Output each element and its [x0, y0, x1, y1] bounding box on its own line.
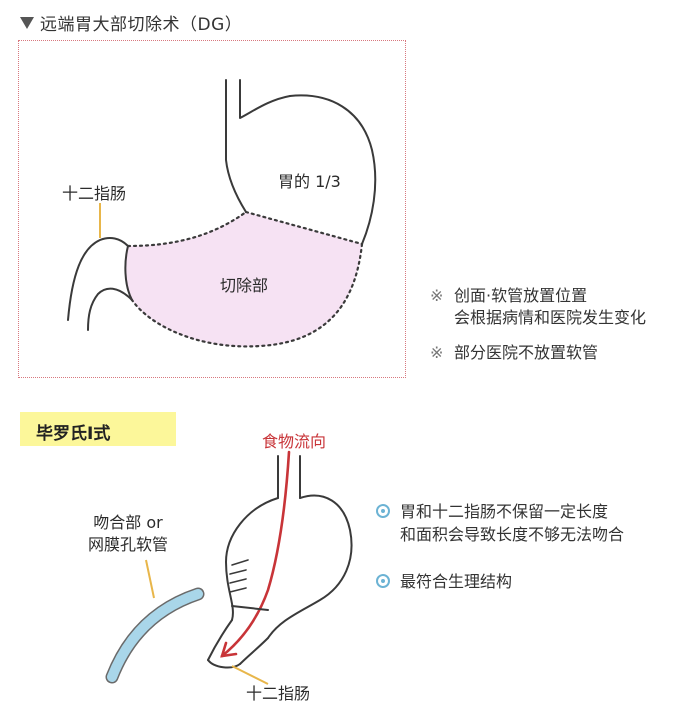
stomach-body-b [225, 497, 279, 621]
duodenum-cut-line [126, 210, 248, 248]
point-2: 最符合生理结构 [376, 570, 512, 593]
billroth-badge-text: 毕罗氏Ⅰ式 [36, 424, 111, 444]
duodenum-b-left [207, 619, 233, 661]
anastomosis-line [231, 605, 269, 611]
label-duodenum-bottom: 十二指肠 [246, 684, 311, 703]
upper-cut-line [244, 210, 364, 246]
top-stomach [67, 79, 377, 347]
duodenum-wall [124, 245, 133, 301]
target-bullet-icon [376, 574, 390, 588]
section-title-text: 远端胃大部切除术（DG） [40, 15, 243, 35]
point-2-line-1: 最符合生理结构 [400, 572, 513, 591]
note-mark: ※ [430, 286, 444, 305]
note-mark: ※ [430, 343, 444, 362]
greater-curvature [289, 94, 377, 245]
note-1-line-1: 创面·软管放置位置 [454, 286, 588, 305]
bottom-stomach [207, 455, 353, 669]
resection-area [125, 212, 362, 347]
label-food-flow: 食物流向 [262, 432, 327, 451]
note-2-line-1: 部分医院不放置软管 [454, 343, 599, 362]
lower-resection-border [130, 242, 364, 348]
label-stomach-third: 胃的 1/3 [278, 172, 341, 191]
duodenum-top [67, 237, 129, 321]
note-1: ※ 创面·软管放置位置 会根据病情和医院发生变化 [430, 285, 646, 329]
note-2: ※ 部分医院不放置软管 [430, 342, 598, 364]
anastomosis-leader [145, 559, 155, 599]
label-duodenum: 十二指肠 [62, 184, 127, 203]
point-1-line-2: 和面积会导致长度不够无法吻合 [400, 525, 625, 544]
duodenum-b-right [239, 637, 269, 665]
drain-tube [107, 589, 203, 682]
label-anastomosis-line-1: 吻合部 or [93, 513, 163, 532]
duodenum-b-leader [231, 665, 269, 685]
point-1: 胃和十二指肠不保留一定长度 和面积会导致长度不够无法吻合 [376, 500, 624, 546]
cut-lines [126, 210, 364, 348]
triangle-down-icon [20, 17, 34, 29]
label-anastomosis-line-2: 网膜孔软管 [88, 535, 169, 554]
point-1-line-1: 胃和十二指肠不保留一定长度 [400, 502, 609, 521]
diagram-frame [18, 40, 406, 378]
section-title: 远端胃大部切除术（DG） [20, 10, 242, 35]
food-flow-arrow [220, 450, 291, 658]
esophagus-right [239, 79, 291, 119]
duodenum-bottom [87, 287, 133, 331]
esophagus-left [225, 79, 247, 213]
food-flow-arrowhead [220, 641, 238, 658]
note-1-line-2: 会根据病情和医院发生变化 [454, 308, 647, 327]
duodenum-b-end [207, 659, 241, 669]
billroth-badge: 毕罗氏Ⅰ式 [20, 412, 176, 446]
label-resection: 切除部 [220, 276, 269, 295]
drain-tube-outline [105, 587, 205, 684]
stomach-fundus-b [267, 494, 353, 639]
label-anastomosis: 吻合部 or 网膜孔软管 [88, 512, 168, 556]
target-bullet-icon [376, 504, 390, 518]
suture-marks [229, 559, 249, 593]
